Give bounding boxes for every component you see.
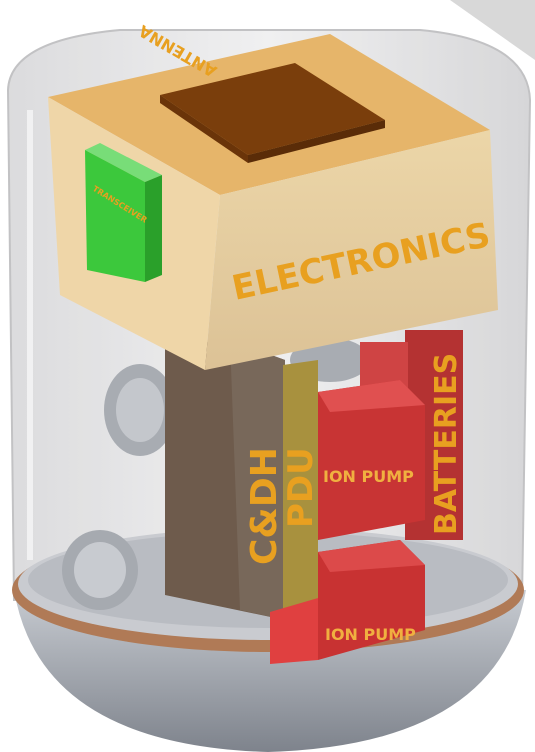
pdu-label: PDU [281, 447, 321, 528]
ion-pump-upper: ION PUMP [318, 380, 425, 540]
cdh-label: C&DH [244, 447, 285, 565]
ion-pump-lower-label: ION PUMP [325, 625, 416, 644]
pdu-strip: PDU [281, 360, 321, 620]
ion-pump-upper-label: ION PUMP [323, 467, 414, 486]
wheel-lower [62, 530, 138, 610]
cdh-box: C&DH [165, 340, 285, 620]
batteries-label: BATTERIES [429, 353, 464, 535]
